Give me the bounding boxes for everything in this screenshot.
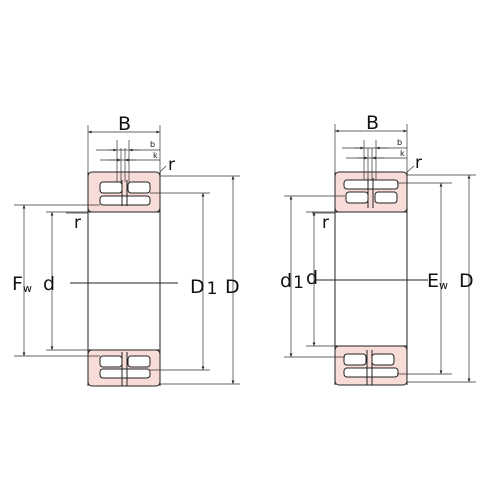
left-Fw-dimension bbox=[14, 204, 100, 357]
right-bearing-drawing: B b k r r d1 d Ew D bbox=[280, 112, 476, 386]
right-r-top-leader bbox=[406, 165, 415, 173]
left-label-F-subscript: w bbox=[23, 282, 32, 295]
left-label-b: b bbox=[150, 140, 155, 149]
left-D-dimension bbox=[160, 175, 240, 385]
left-groove-b-k-dimensions bbox=[96, 140, 160, 182]
left-label-r-top: r bbox=[168, 155, 175, 175]
right-d1-dimension bbox=[284, 195, 345, 358]
right-label-d1-main: d bbox=[280, 270, 292, 292]
left-r-top-leader bbox=[159, 165, 167, 173]
left-label-Fw: Fw bbox=[12, 273, 32, 295]
right-label-B: B bbox=[366, 112, 379, 134]
right-label-k: k bbox=[400, 149, 405, 158]
left-width-B-dimension bbox=[87, 125, 161, 172]
right-label-d1: d1 bbox=[280, 270, 304, 293]
right-label-D: D bbox=[459, 270, 474, 292]
left-label-B: B bbox=[118, 113, 131, 135]
left-top-ring-section bbox=[87, 171, 161, 213]
right-label-r-top: r bbox=[415, 153, 422, 173]
right-label-E-subscript: w bbox=[439, 279, 448, 292]
right-label-d: d bbox=[306, 267, 318, 289]
left-label-k: k bbox=[153, 151, 158, 160]
left-label-r-inner: r bbox=[74, 213, 81, 233]
right-bottom-ring-section bbox=[334, 345, 408, 386]
right-label-E: E bbox=[427, 270, 439, 292]
left-label-D1-subscript: 1 bbox=[207, 279, 218, 299]
left-label-F: F bbox=[12, 273, 23, 295]
left-label-D1-main: D bbox=[190, 276, 205, 298]
left-label-d: d bbox=[43, 273, 55, 295]
right-Ew-dimension bbox=[397, 182, 452, 375]
right-top-ring-section bbox=[334, 171, 408, 213]
right-label-b: b bbox=[397, 138, 402, 147]
left-label-D: D bbox=[225, 276, 240, 298]
left-D1-dimension bbox=[150, 192, 210, 371]
right-label-r-inner: r bbox=[322, 213, 329, 233]
left-d-dimension bbox=[46, 211, 88, 351]
right-d-dimension bbox=[306, 211, 335, 347]
right-groove-b-k-dimensions bbox=[342, 140, 407, 180]
right-label-d1-subscript: 1 bbox=[293, 273, 304, 293]
left-bottom-ring-section bbox=[87, 349, 161, 387]
right-D-dimension bbox=[407, 174, 476, 383]
right-label-Ew: Ew bbox=[427, 270, 448, 292]
